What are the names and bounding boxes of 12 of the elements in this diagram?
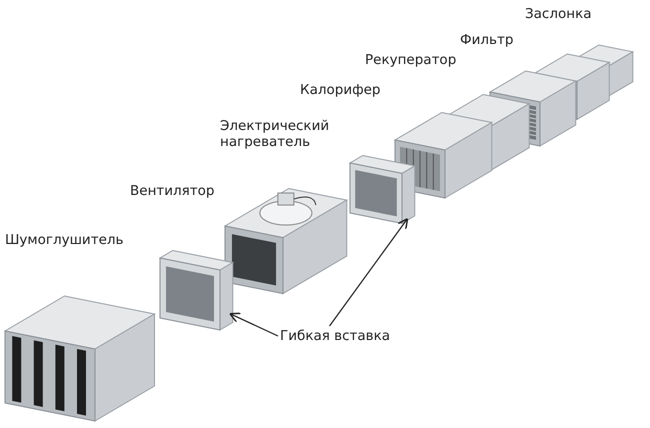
leader-arrow (329, 218, 408, 326)
flexible-connector-drawing (158, 250, 234, 331)
component-label: Вентилятор (130, 183, 214, 200)
callout-text: Гибкая вставка (280, 328, 390, 344)
component-label: Электрический нагреватель (220, 118, 330, 150)
component-label: Шумоглушитель (5, 232, 124, 248)
component-label: Фильтр (460, 32, 514, 48)
component-label: Заслонка (525, 6, 592, 22)
component-label: Калорифер (300, 82, 381, 98)
component-label: Рекуператор (365, 52, 456, 68)
flexible-connector-drawing (348, 154, 416, 224)
leader-arrow (229, 312, 278, 337)
